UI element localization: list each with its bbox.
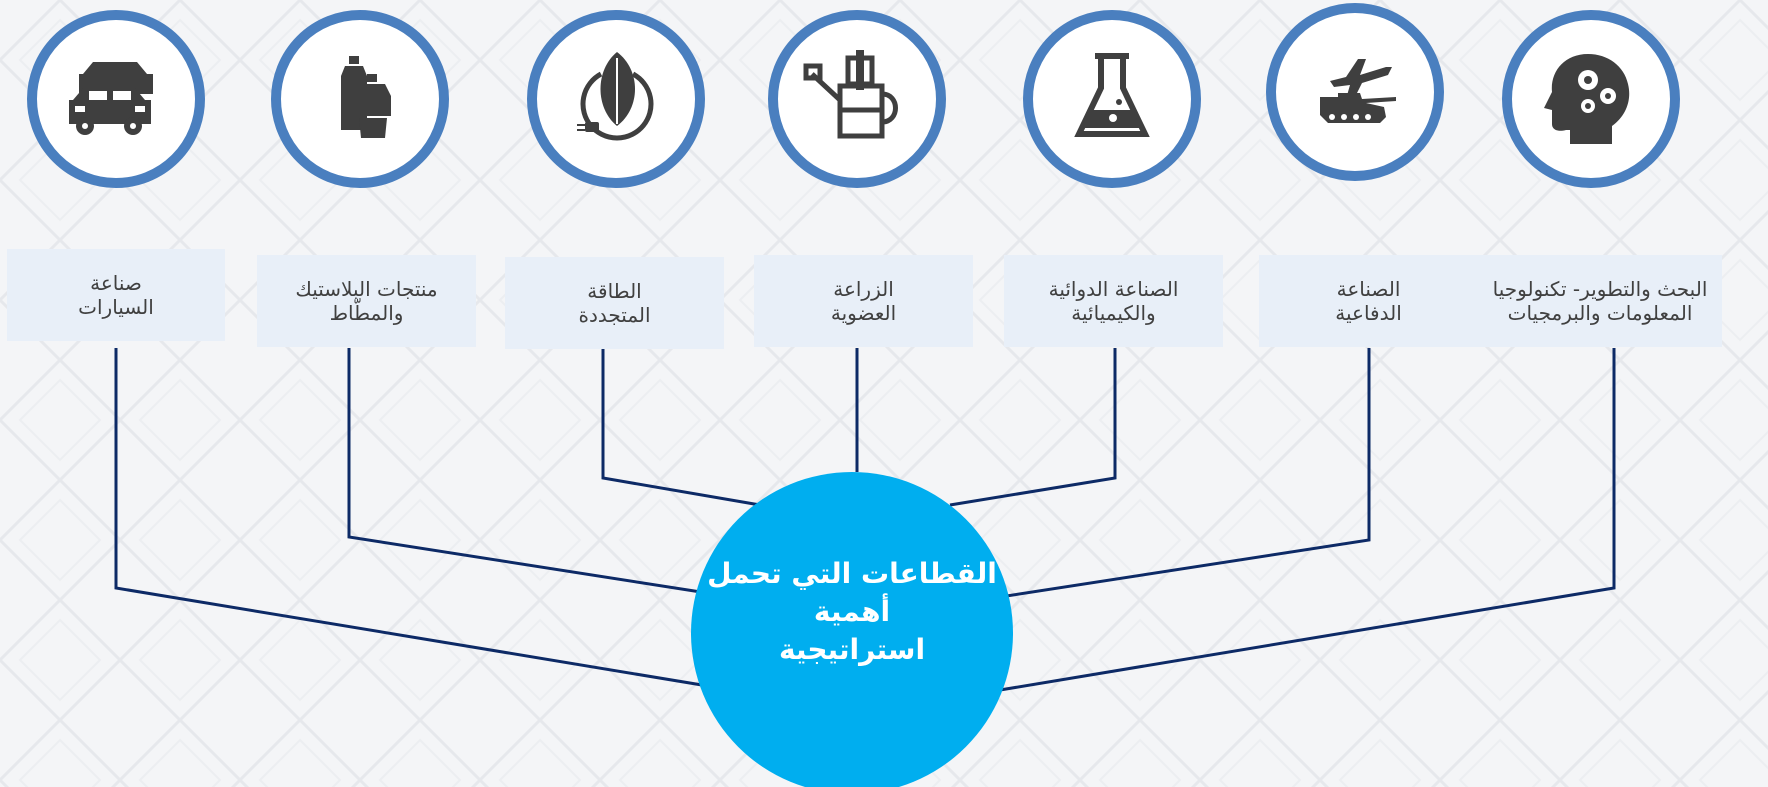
sector-label-defense: الصناعة الدفاعية: [1259, 255, 1478, 347]
sector-icon-pharma-chem: [1023, 10, 1201, 188]
sector-label-text: البحث والتطوير- تكنولوجيا المعلومات والب…: [1492, 277, 1708, 325]
connector-defense: [999, 348, 1371, 599]
center-hub: [691, 472, 1013, 787]
sector-label-text: الزراعة العضوية: [830, 277, 897, 325]
sector-label-research-it: البحث والتطوير- تكنولوجيا المعلومات والب…: [1478, 255, 1722, 347]
plane-tank-icon: [1320, 59, 1396, 123]
sector-icon-research-it: [1502, 10, 1680, 188]
sector-icon-defense: [1266, 3, 1444, 181]
connector-plastics-rubber: [347, 348, 721, 597]
center-hub-title: القطاعات التي تحمل أهمية استراتيجية: [707, 557, 997, 666]
sector-icon-automotive: [27, 10, 205, 188]
head-gears-icon: [1544, 54, 1630, 144]
leaf-plug-icon: [577, 52, 654, 141]
bottles-icon: [341, 56, 391, 138]
sector-label-text: الطاقة المتجددة: [578, 279, 651, 327]
connector-pharma-chem: [949, 348, 1117, 507]
sector-label-automotive: صناعة السيارات: [7, 249, 225, 341]
sector-label-pharma-chem: الصناعة الدوائية والكيميائية: [1004, 255, 1223, 347]
connector-renewable: [601, 348, 761, 507]
sector-label-organic-agri: الزراعة العضوية: [754, 255, 973, 347]
flask-icon: [1074, 53, 1150, 137]
sector-label-plastics-rubber: منتجات البلاستيك والمطّاط: [257, 255, 476, 347]
sector-label-renewable: الطاقة المتجددة: [505, 257, 724, 349]
cars-icon: [69, 62, 153, 135]
sector-icon-organic-agri: [768, 10, 946, 188]
watering-can-icon: [803, 50, 898, 139]
sector-label-text: منتجات البلاستيك والمطّاط: [295, 277, 438, 325]
sector-label-text: الصناعة الدوائية والكيميائية: [1048, 277, 1179, 325]
sector-icon-plastics-rubber: [271, 10, 449, 188]
sector-label-text: صناعة السيارات: [78, 271, 154, 319]
connector-research-it: [999, 348, 1616, 692]
sector-icon-renewable: [527, 10, 705, 188]
connector-automotive: [114, 348, 721, 690]
sector-label-text: الصناعة الدفاعية: [1335, 277, 1402, 325]
